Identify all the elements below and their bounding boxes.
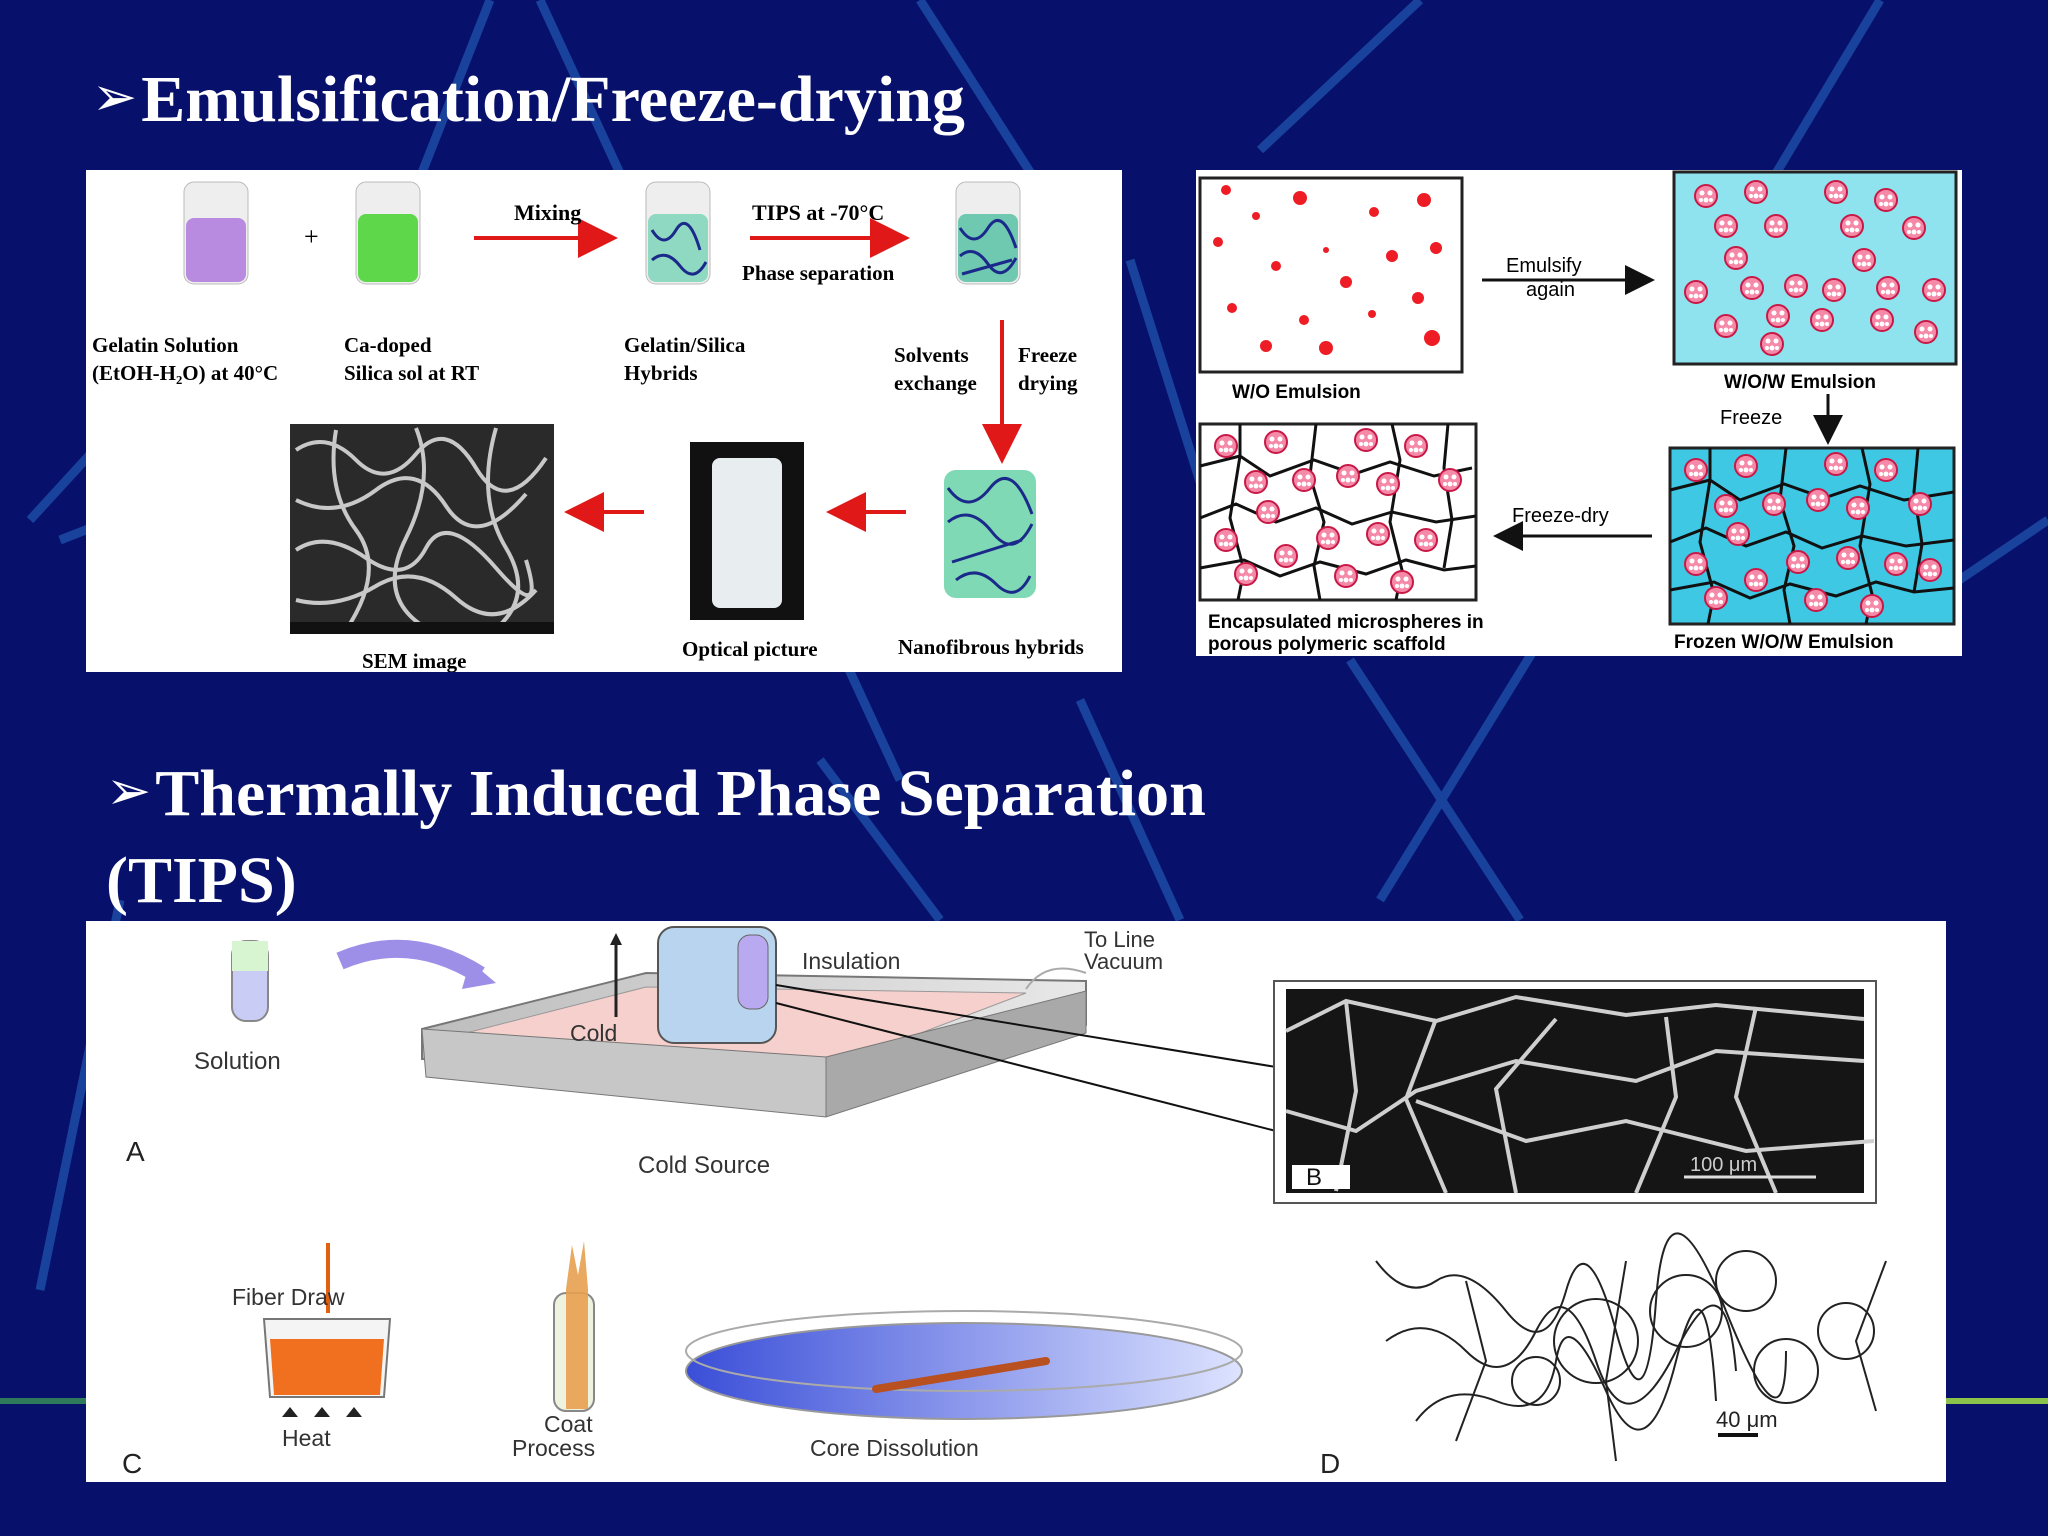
solution-test-tube-icon [231,940,269,1022]
section-c-label: C [122,1448,142,1479]
frozen-wow-emulsion-box [1668,446,1956,626]
section-d-label: D [1320,1448,1340,1479]
nanofibrous-hybrid-icon [944,470,1036,598]
porous-structure-micrograph [1273,980,1877,1204]
coat-process-tube-icon [553,1241,595,1412]
section-a-label: A [126,1136,145,1167]
tips-apparatus-figure: Solution Cold Insulation To Line Vacuum … [86,921,1946,1482]
vacuum-label: Vacuum [1084,949,1163,974]
gelatin-solution-label: Gelatin Solution [92,333,239,357]
heat-arrows-icon [282,1407,362,1417]
bullet-arrow-icon: ➢ [106,759,152,822]
drying-label: drying [1018,371,1078,395]
solvents-label: Solvents [894,343,969,367]
cold-label: Cold [570,1020,617,1046]
heat-label: Heat [282,1425,331,1451]
emulsion-scheme-figure: W/O Emulsion Emulsify again W/O/W Emulsi… [1196,170,1962,656]
gelatin-solvent-label: (EtOH-H₂O) at 40°C [92,361,278,385]
encapsulated-label-1: Encapsulated microspheres in [1208,612,1484,633]
coat-label: Coat [544,1411,593,1437]
wow-emulsion-box [1672,170,1958,366]
wo-emulsion-box [1198,176,1464,374]
beaker-gelatin-icon [183,181,249,285]
optical-picture-image [690,442,804,620]
zoom-line-bottom [775,1002,1277,1132]
to-line-label: To Line [1084,927,1155,952]
mixing-label: Mixing [514,200,581,225]
heading-tips-line2: (TIPS) [106,844,297,917]
sem-image [290,424,554,634]
sem-image-label: SEM image [362,649,466,672]
section-b-label: B [1306,1164,1322,1191]
heading-emulsification: ➢Emulsification/Freeze-drying [92,62,965,138]
silica-sol-label: Silica sol at RT [344,361,479,385]
insulation-beaker-icon [657,926,777,1044]
emulsify-label-1: Emulsify [1506,255,1582,277]
fibrous-network-drawing [1375,1232,1887,1462]
vacuum-line [1025,967,1087,990]
beaker-tips-icon [955,181,1021,285]
nanofibrous-label: Nanofibrous hybrids [898,635,1084,659]
heading-tips-line1: Thermally Induced Phase Separation [155,757,1206,830]
tips-label: TIPS at -70°C [752,200,884,225]
bullet-arrow-icon: ➢ [92,65,138,128]
encapsulated-label-2: porous polymeric scaffold [1208,634,1446,655]
encapsulated-scaffold-box [1198,422,1478,602]
ca-doped-label: Ca-doped [344,333,432,357]
beaker-hybrid-icon [645,181,711,285]
cold-source-label: Cold Source [638,1152,770,1179]
core-dissolution-dish-icon [685,1310,1243,1420]
wow-emulsion-label: W/O/W Emulsion [1724,372,1876,393]
transfer-arrow [336,939,485,983]
beaker-silica-icon [355,181,421,285]
exchange-label: exchange [894,371,977,395]
phase-separation-label: Phase separation [742,261,895,285]
scale-b-label: 100 μm [1690,1154,1757,1176]
freeze-label: Freeze [1018,343,1077,367]
frozen-emulsion-label: Frozen W/O/W Emulsion [1674,632,1894,653]
freeze-dry-label: Freeze-dry [1512,505,1609,527]
gelatin-silica-process-figure: + Mixing TIPS at -70°C Phase separation … [86,170,1122,673]
emulsify-label-2: again [1526,279,1575,301]
process-label: Process [512,1435,595,1461]
hybrids-label-2: Hybrids [624,361,698,385]
heading-emulsification-text: Emulsification/Freeze-drying [141,63,965,136]
heading-tips: ➢Thermally Induced Phase Separation (TIPS… [106,752,1206,923]
solution-label: Solution [194,1048,281,1075]
core-dissolution-label: Core Dissolution [810,1435,979,1461]
optical-picture-label: Optical picture [682,637,818,661]
freeze-label: Freeze [1720,407,1782,429]
wo-emulsion-label: W/O Emulsion [1232,382,1361,403]
insulation-label: Insulation [802,948,900,974]
cold-arrowhead [610,933,622,945]
fiber-draw-beaker-icon [262,1243,392,1398]
scale-d-label: 40 μm [1716,1407,1778,1432]
zoom-line-top [775,984,1277,1068]
hybrids-label-1: Gelatin/Silica [624,333,746,357]
transfer-arrowhead [462,961,496,989]
plus-sign: + [304,222,319,251]
fiber-draw-label: Fiber Draw [232,1284,345,1310]
